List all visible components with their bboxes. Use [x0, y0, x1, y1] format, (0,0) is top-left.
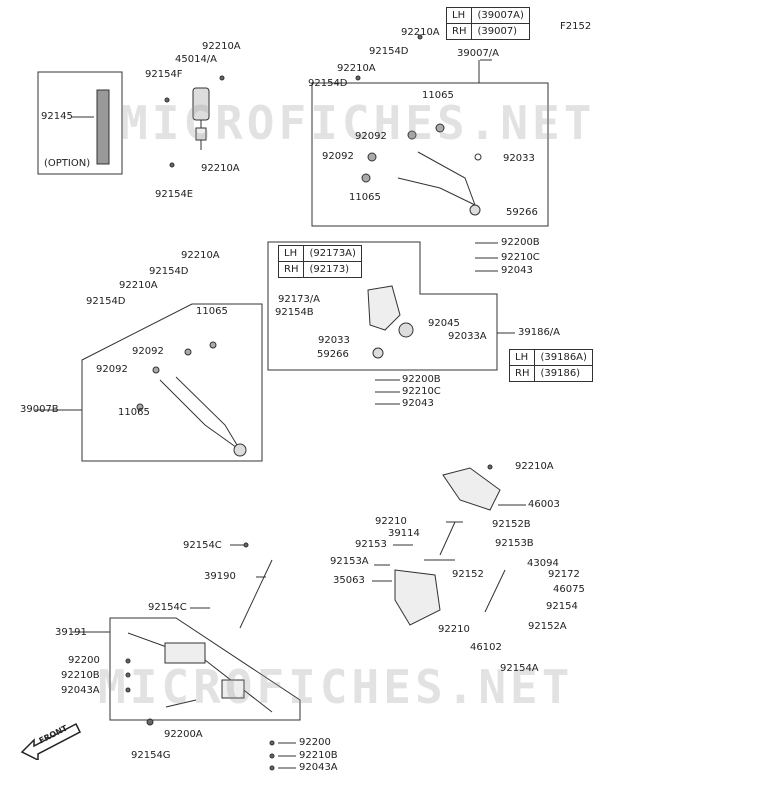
part-label: 92154F — [145, 69, 183, 80]
part-label: 46075 — [553, 584, 585, 595]
part-label: 39190 — [204, 571, 236, 582]
part-label: 11065 — [118, 407, 150, 418]
part-label: 92154A — [500, 663, 539, 674]
part-label: 92200B — [501, 237, 540, 248]
part-label: 92200 — [299, 737, 331, 748]
part-label: 39007/A — [457, 48, 500, 59]
part-label: 92092 — [322, 151, 354, 162]
part-label: 92152 — [452, 569, 484, 580]
part-label: 92173/A — [278, 294, 321, 305]
watermark: MICROFICHES.NET — [98, 660, 574, 714]
knuckle-lr-table: LH(39186A) RH(39186) — [508, 349, 593, 382]
part-label: 11065 — [349, 192, 381, 203]
part-label: 92043 — [501, 265, 533, 276]
page-code: F2152 — [560, 21, 592, 32]
part-label: 92154D — [149, 266, 189, 277]
part-label: 92200 — [68, 655, 100, 666]
part-label: 92092 — [355, 131, 387, 142]
part-label: 92210A — [337, 63, 376, 74]
part-label: 92210A — [201, 163, 240, 174]
part-label: 92154B — [275, 307, 314, 318]
watermark: MICROFICHES.NET — [120, 96, 596, 150]
part-label: 92033 — [318, 335, 350, 346]
part-label: 59266 — [506, 207, 538, 218]
part-label: 11065 — [422, 90, 454, 101]
part-label: 92045 — [428, 318, 460, 329]
front-arrow-icon: FRONT — [20, 718, 82, 762]
part-label: 43094 — [527, 558, 559, 569]
part-label: 92043A — [61, 685, 100, 696]
part-label: 92200A — [164, 729, 203, 740]
part-label: 35063 — [333, 575, 365, 586]
part-label: 92092 — [96, 364, 128, 375]
part-label: 92092 — [132, 346, 164, 357]
part-label: 92154C — [183, 540, 222, 551]
part-label: 92210B — [61, 670, 100, 681]
option-frame — [37, 71, 123, 175]
part-label: 92033 — [503, 153, 535, 164]
part-label: 92154D — [308, 78, 348, 89]
part-label: 92210A — [515, 461, 554, 472]
part-label: 92210B — [299, 750, 338, 761]
part-label: 45014/A — [175, 54, 218, 65]
part-label: 92210 — [375, 516, 407, 527]
part-label: 92154D — [369, 46, 409, 57]
part-label: 92210C — [402, 386, 441, 397]
part-label: 92154D — [86, 296, 126, 307]
part-label: 92210A — [181, 250, 220, 261]
upper-arm-lr-table: LH(39007A) RH(39007) — [445, 7, 530, 40]
part-label: 92152A — [528, 621, 567, 632]
part-label: 92210A — [119, 280, 158, 291]
part-label: 92200B — [402, 374, 441, 385]
part-label: 92043 — [402, 398, 434, 409]
part-label: 92153A — [330, 556, 369, 567]
knuckle-bolt-lr-table: LH(92173A) RH(92173) — [277, 245, 362, 278]
lower-arm-frame — [81, 303, 263, 462]
part-label: 92210A — [202, 41, 241, 52]
part-label: 92210 — [438, 624, 470, 635]
part-label: 39191 — [55, 627, 87, 638]
part-label: 46102 — [470, 642, 502, 653]
part-label: 59266 — [317, 349, 349, 360]
part-label: 92152B — [492, 519, 531, 530]
part-label: 92153B — [495, 538, 534, 549]
part-label: 39114 — [388, 528, 420, 539]
part-label: 92210A — [401, 27, 440, 38]
part-label: 46003 — [528, 499, 560, 510]
tierod-frame — [109, 617, 301, 721]
part-label: 92033A — [448, 331, 487, 342]
part-label: 92153 — [355, 539, 387, 550]
part-label: 92145 — [41, 111, 73, 122]
part-label: 39186/A — [518, 327, 561, 338]
part-label: 92154G — [131, 750, 171, 761]
part-label: 92154C — [148, 602, 187, 613]
part-label: 92154 — [546, 601, 578, 612]
knuckle-frame — [267, 241, 498, 371]
part-label: 11065 — [196, 306, 228, 317]
upper-arm-frame — [311, 82, 549, 227]
option-label: (OPTION) — [44, 158, 91, 169]
part-label: 39007B — [20, 404, 59, 415]
part-label: 92043A — [299, 762, 338, 773]
part-label: 92154E — [155, 189, 194, 200]
part-label: 92172 — [548, 569, 580, 580]
part-label: 92210C — [501, 252, 540, 263]
